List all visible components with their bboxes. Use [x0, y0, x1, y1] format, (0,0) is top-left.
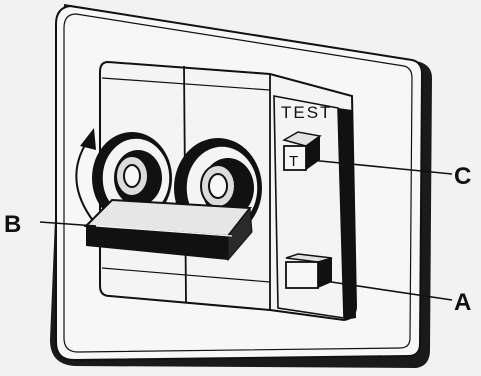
test-label: TEST [281, 103, 332, 122]
callout-c-label: C [454, 163, 471, 190]
ring-icon [201, 165, 235, 207]
indicator-button[interactable] [286, 254, 332, 288]
indicator-button-face [286, 262, 318, 288]
callout-b-label: B [4, 211, 21, 238]
ring-icon [116, 156, 148, 196]
callout-a-label: A [454, 289, 471, 316]
test-button-glyph: T [289, 153, 298, 170]
